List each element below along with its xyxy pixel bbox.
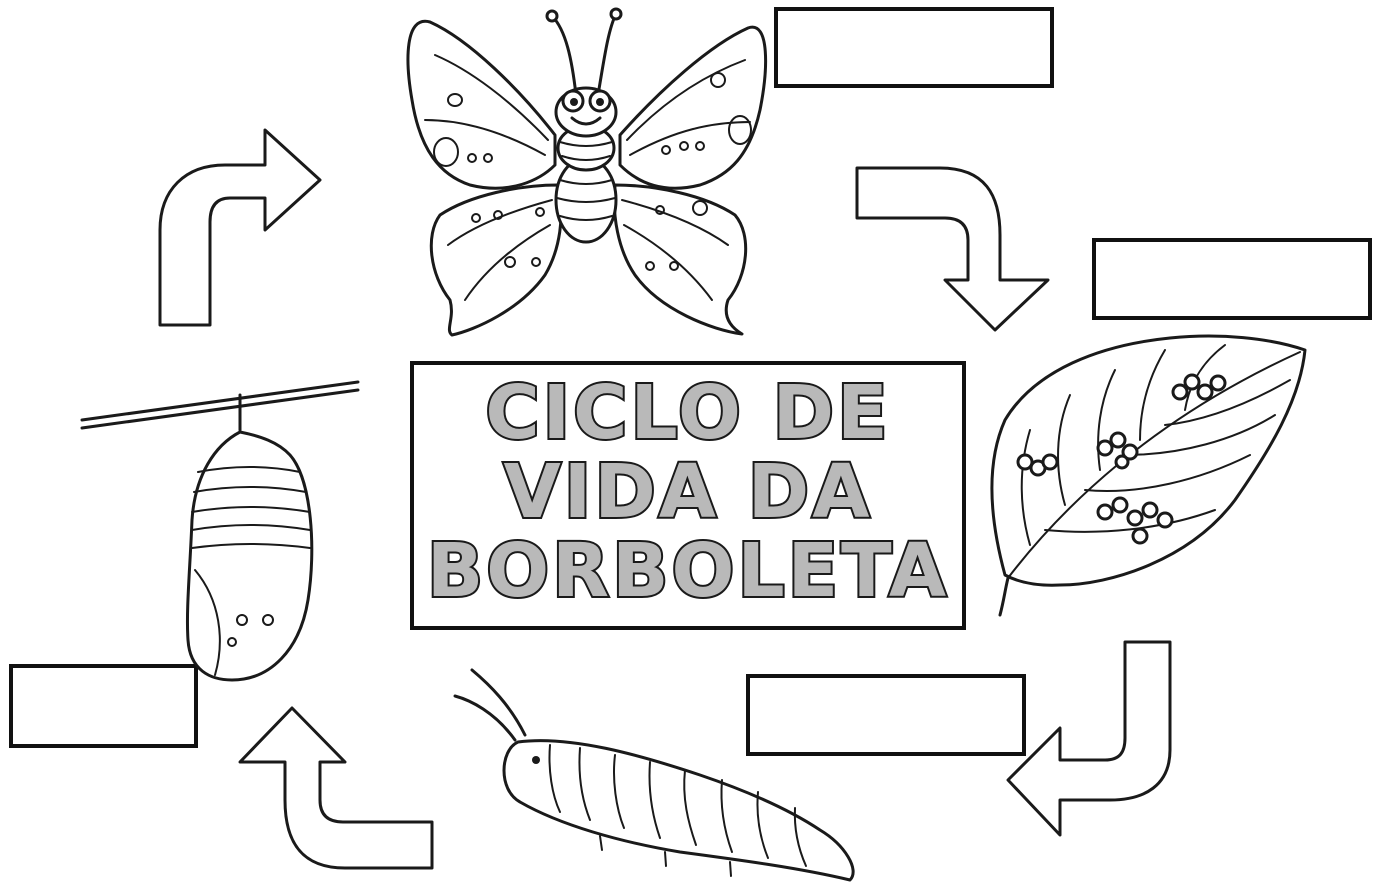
title-line-1: CICLO DE	[485, 370, 890, 456]
title-line-2: VIDA DA	[504, 449, 873, 535]
label-box-butterfly[interactable]	[774, 7, 1054, 88]
chrysalis-icon	[80, 380, 360, 682]
label-box-eggs[interactable]	[1092, 238, 1372, 320]
leaf-with-eggs-icon	[990, 334, 1307, 617]
caterpillar-icon	[453, 668, 855, 882]
cycle-arrow-icon	[238, 706, 434, 870]
cycle-arrow-icon	[855, 166, 1050, 332]
title-line-3: BORBOLETA	[427, 528, 949, 614]
cycle-arrow-icon	[1006, 640, 1172, 837]
title-frame	[410, 361, 966, 630]
label-box-caterpillar[interactable]	[746, 674, 1026, 756]
cycle-arrow-icon	[158, 128, 322, 327]
label-box-chrysalis[interactable]	[9, 664, 198, 748]
butterfly-icon	[406, 7, 767, 337]
title-panel: CICLO DE VIDA DA BORBOLETA	[410, 361, 966, 630]
